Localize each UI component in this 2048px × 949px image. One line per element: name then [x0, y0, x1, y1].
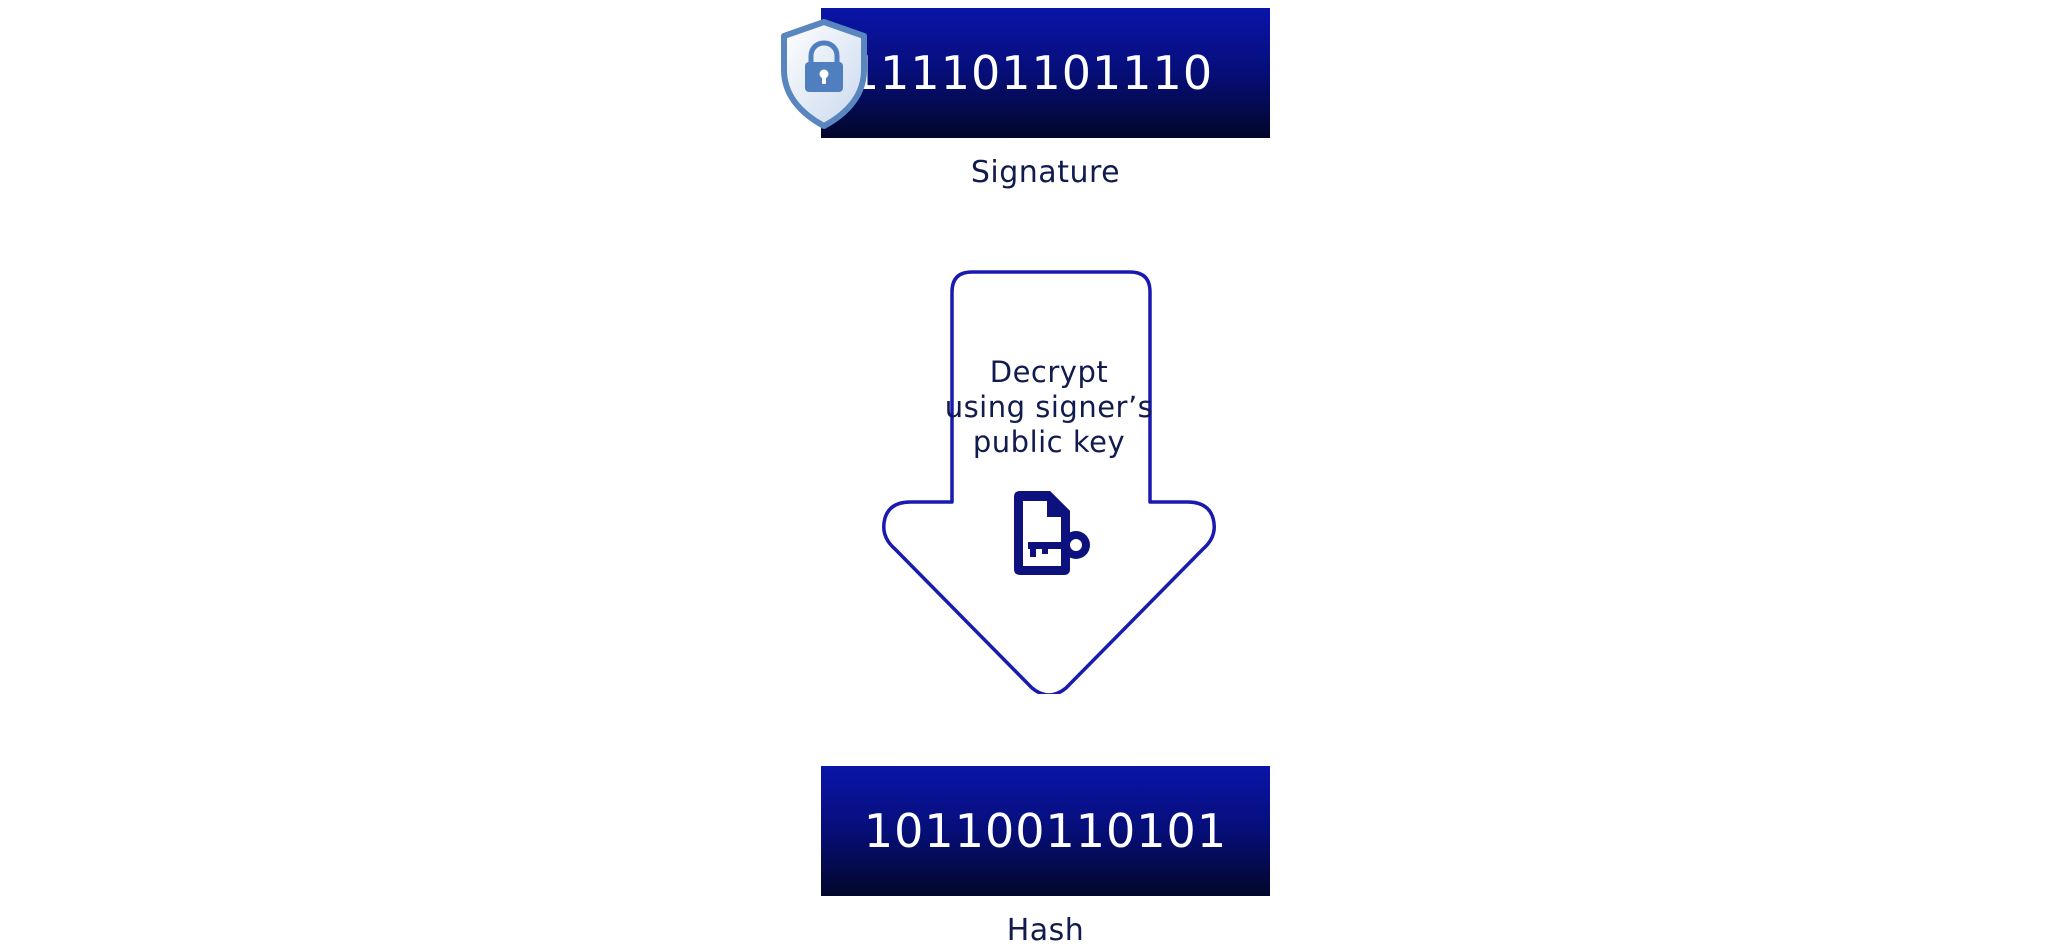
signature-box: 111101101110	[821, 8, 1270, 138]
hash-label: Hash	[1006, 913, 1085, 948]
shield-lock-icon	[781, 19, 867, 129]
signature-bits: 111101101110	[849, 46, 1214, 100]
down-arrow	[882, 270, 1216, 694]
decrypt-step-text: Decrypt using signer’s public key	[899, 355, 1199, 460]
hash-box: 101100110101	[821, 766, 1270, 896]
step-line-2: using signer’s	[944, 390, 1154, 424]
step-line-3: public key	[972, 425, 1126, 459]
step-line-1: Decrypt	[989, 355, 1109, 389]
file-key-icon	[1014, 491, 1090, 575]
hash-bits: 101100110101	[863, 804, 1228, 858]
signature-label: Signature	[970, 155, 1121, 190]
